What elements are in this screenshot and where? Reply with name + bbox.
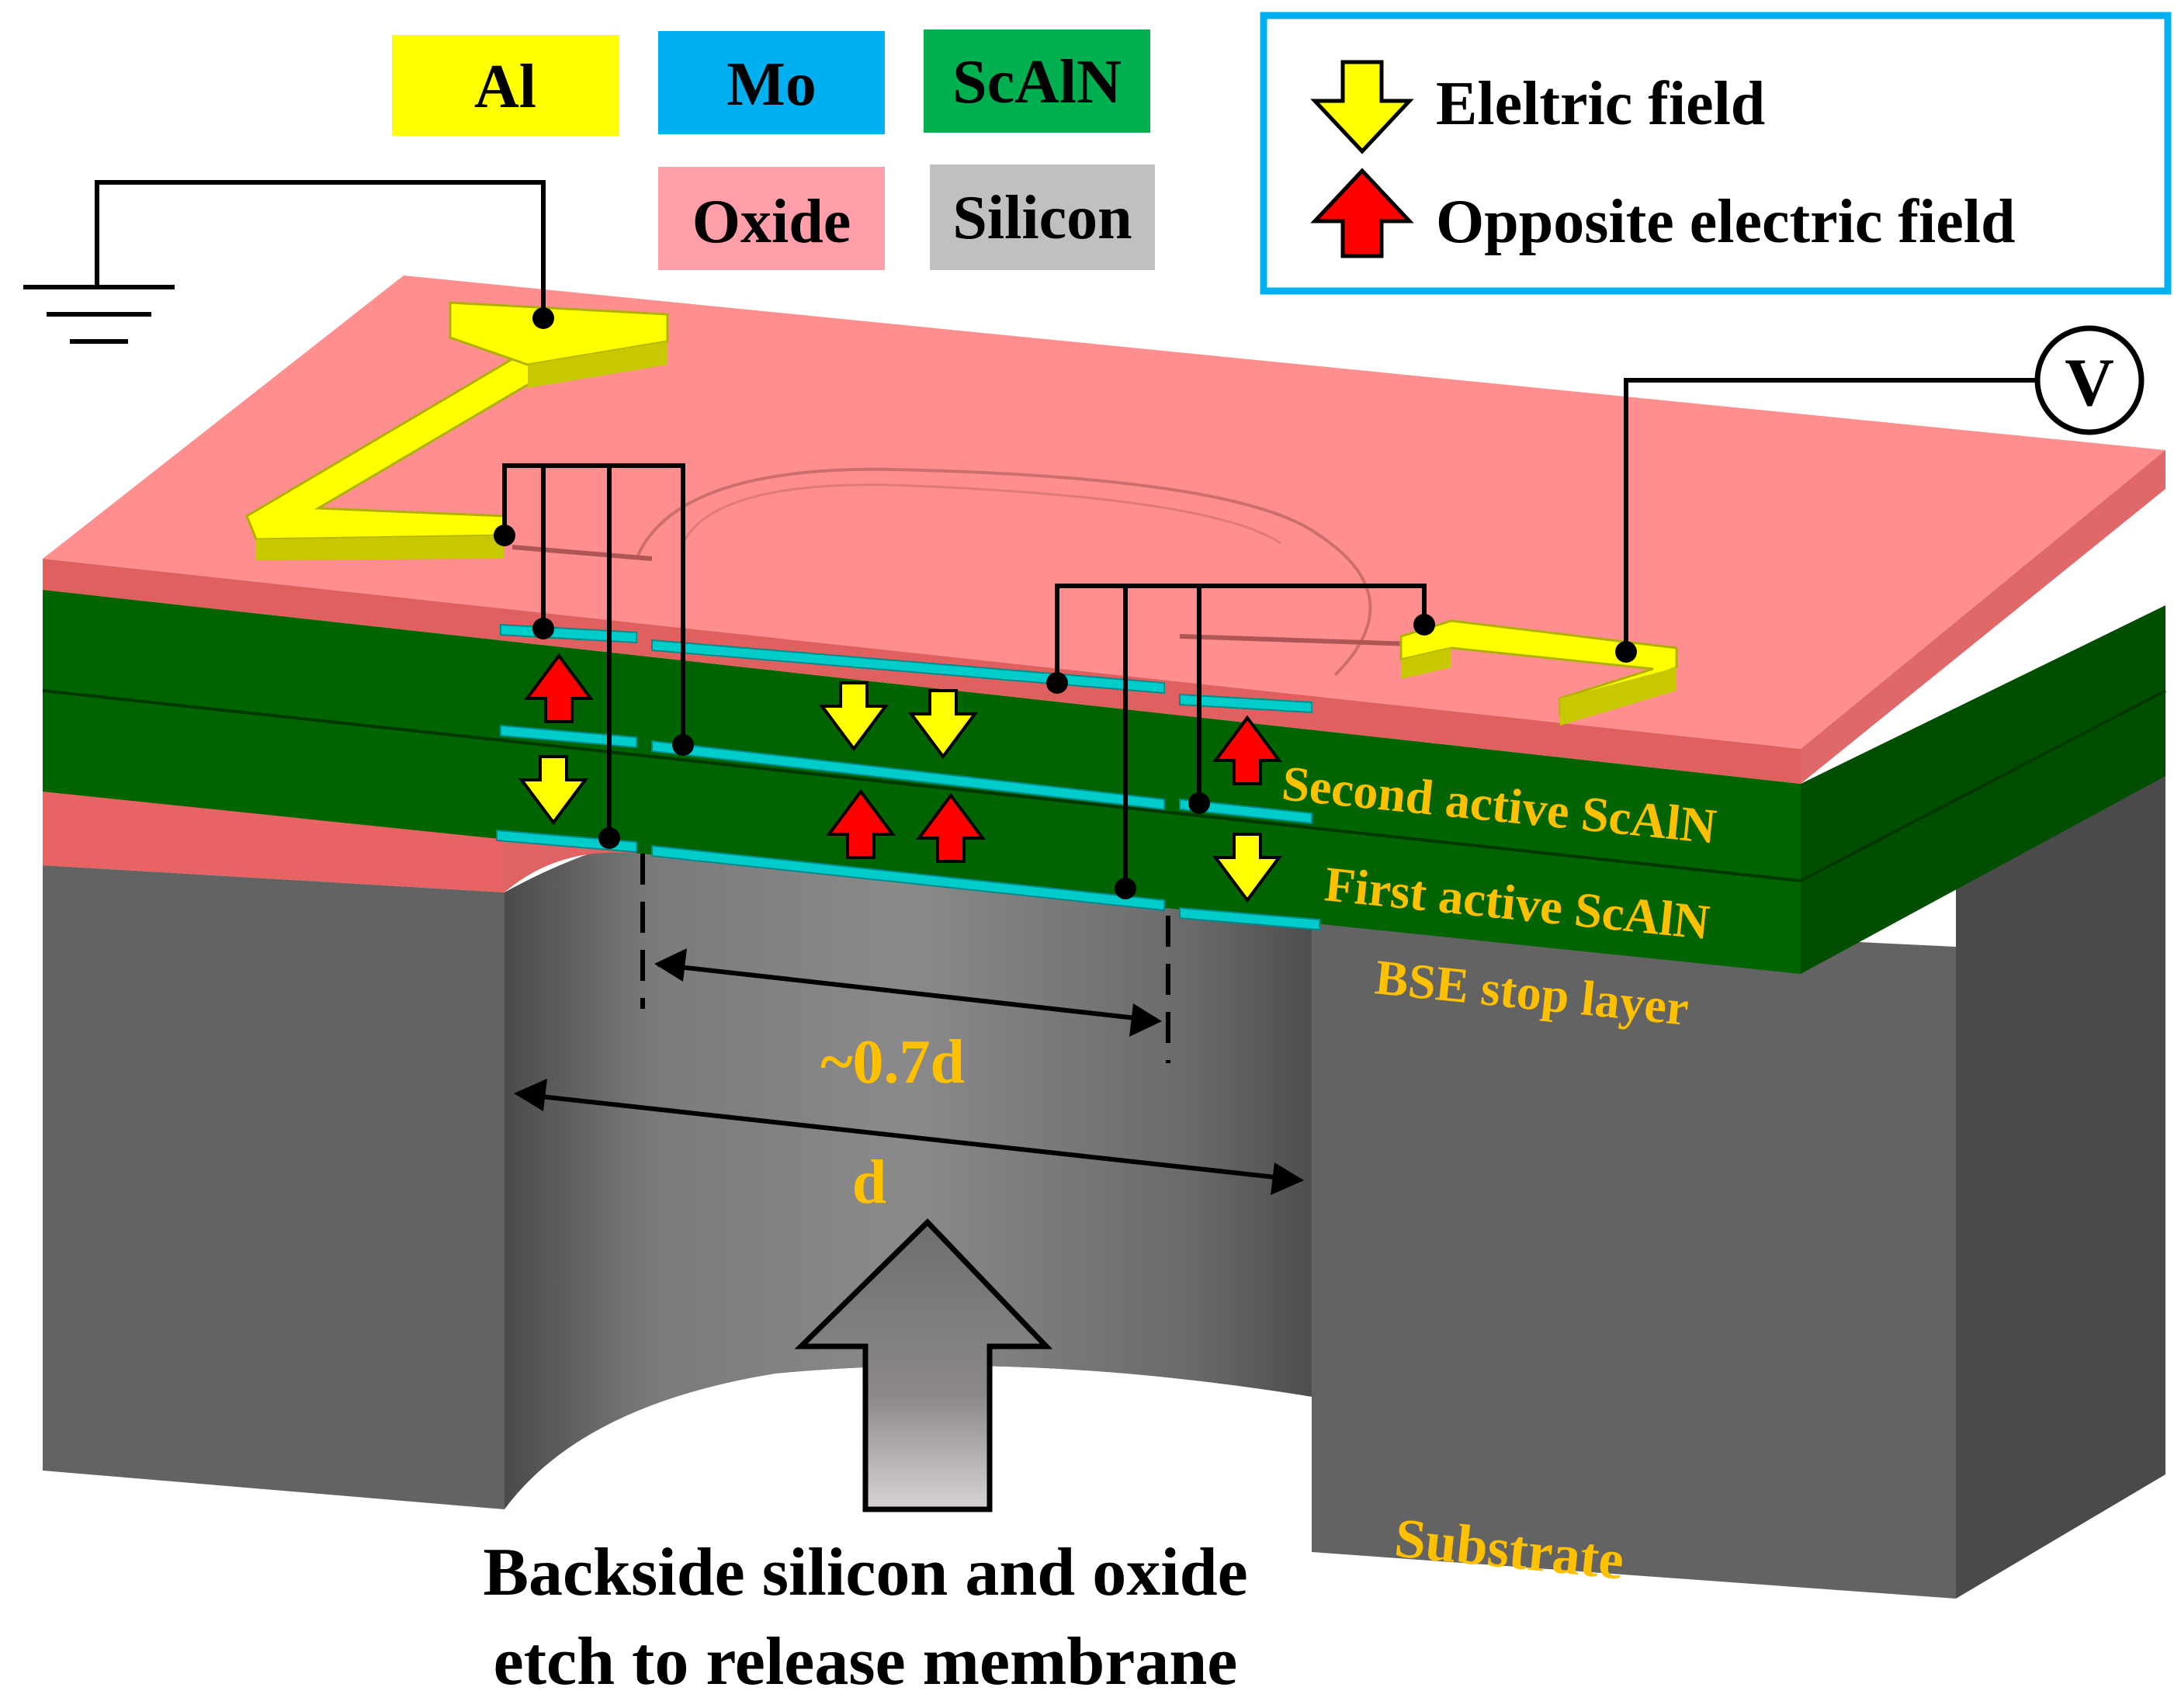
- voltmeter-wire: [1624, 378, 2037, 652]
- substrate-right-front: [1312, 916, 1956, 1599]
- dim-arrowheads: [514, 948, 1304, 1195]
- legend-up-arrow: [1310, 168, 1414, 258]
- node-al-right: [1413, 614, 1435, 636]
- material-legend: Al Mo ScAlN Oxide Silicon: [392, 29, 1155, 270]
- substrate-left-front: [43, 865, 505, 1509]
- mo-bot-center: [651, 844, 1165, 912]
- substrate-right-face: [1956, 675, 2165, 1599]
- electrode-trench-right: [1179, 634, 1413, 646]
- legend-down-arrow: [1310, 60, 1414, 154]
- dim-inner-line: [657, 962, 1157, 1023]
- wire-nodes: [494, 307, 1637, 899]
- legend-electric-field: Eleltric field: [1436, 70, 1765, 138]
- oxide-top-surface: [43, 275, 2165, 749]
- node-mo-mid-right: [1188, 792, 1210, 814]
- swatch-al: [392, 35, 619, 136]
- node-mo-top-center: [1046, 672, 1068, 694]
- cavity-wall: [505, 815, 1312, 1509]
- node-mo-bot-center: [1115, 878, 1136, 899]
- swatch-silicon-label: Silicon: [952, 184, 1132, 252]
- al-electrode-left: [245, 301, 669, 560]
- scaln-divider-side: [1800, 689, 2166, 882]
- al-electrode-right: [1399, 619, 1678, 726]
- caption-line2: etch to release membrane: [494, 1624, 1238, 1699]
- inner-head-left: [654, 948, 687, 982]
- swatch-al-label: Al: [474, 53, 536, 121]
- etch-arrow: [794, 1218, 1053, 1512]
- outer-head-right: [1271, 1162, 1304, 1195]
- membrane-outline-inner: [681, 483, 1281, 545]
- node-mo-top-left: [532, 618, 554, 639]
- mo-mid-left: [500, 724, 637, 749]
- scaln-divider: [42, 689, 1801, 882]
- node-al-left: [532, 307, 554, 329]
- field-legend-border: [1260, 12, 2172, 295]
- caption-line1: Backside silicon and oxide: [483, 1535, 1247, 1610]
- mo-bot-left: [496, 829, 637, 854]
- wiring: [23, 180, 2037, 889]
- swatch-oxide: [658, 167, 885, 270]
- left-bus: [502, 463, 685, 745]
- ground-wire: [95, 180, 546, 318]
- down-arrow-center-2: [908, 689, 978, 760]
- field-arrows: [518, 653, 1282, 903]
- voltmeter: V: [2034, 325, 2145, 435]
- outer-head-left: [514, 1079, 547, 1111]
- swatch-scaln: [924, 29, 1150, 133]
- al-left-pad-side: [528, 341, 667, 388]
- node-mo-bot-left: [598, 827, 620, 849]
- inner-head-right: [1129, 1003, 1162, 1037]
- up-arrow-right-top: [1212, 715, 1282, 785]
- mo-mid-right: [1179, 798, 1312, 825]
- down-arrow-center-1: [819, 681, 889, 752]
- mo-mid-center: [651, 740, 1165, 811]
- al-right-lower: [1401, 648, 1451, 679]
- swatch-scaln-label: ScAlN: [952, 48, 1122, 116]
- al-right-side: [1560, 667, 1676, 726]
- up-arrow-center-2: [916, 792, 986, 863]
- up-arrow-center-1: [826, 788, 896, 859]
- right-bus: [1055, 584, 1427, 683]
- oxide-right-face: [1801, 450, 2165, 784]
- legend-opposite-field: Opposite electric field: [1436, 188, 2015, 256]
- up-arrow-left-top: [524, 653, 594, 723]
- mo-bot-right: [1179, 906, 1320, 931]
- swatch-silicon: [930, 165, 1155, 270]
- swatch-mo-label: Mo: [726, 50, 817, 119]
- voltmeter-label: V: [2065, 345, 2114, 421]
- dim-outer-line: [519, 1092, 1297, 1182]
- substrate-block: [43, 675, 2165, 1599]
- mo-top-center: [651, 639, 1165, 695]
- dim-inner-label: ~0.7d: [820, 1028, 965, 1097]
- scaln-right-face: [1801, 605, 2165, 974]
- al-left-side: [256, 535, 505, 560]
- dim-outer-label: d: [852, 1148, 887, 1217]
- dimensions: [519, 854, 1297, 1182]
- down-arrow-right-bot: [1212, 833, 1282, 903]
- voltmeter-circle: [2034, 325, 2145, 435]
- swatch-mo: [658, 31, 885, 134]
- swatch-oxide-label: Oxide: [692, 188, 851, 256]
- node-voltmeter: [1615, 641, 1637, 663]
- down-arrow-left-bot: [518, 755, 588, 826]
- electrode-trench: [511, 545, 653, 561]
- mo-electrodes: [496, 623, 1320, 931]
- mo-top-right: [1179, 693, 1312, 714]
- node-left-bus: [494, 525, 515, 546]
- field-legend: Eleltric field Opposite electric field: [1260, 12, 2172, 295]
- node-mo-mid-center: [672, 734, 694, 756]
